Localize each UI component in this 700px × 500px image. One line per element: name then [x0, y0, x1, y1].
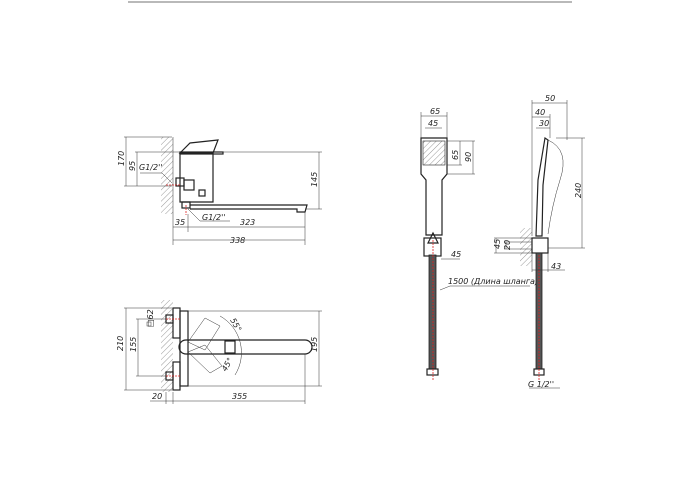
dim-240: 240 — [574, 183, 583, 198]
dim-45-width: 45 — [428, 119, 438, 128]
faucet-side-view: 170 95 G1/2'' G1/2'' 145 35 323 338 — [117, 136, 322, 245]
thread-label-wall: G1/2'' — [139, 163, 162, 172]
wall-hatch — [520, 228, 532, 266]
hose-length-label: 1500 (Длина шланга) — [448, 277, 538, 286]
angle-55: 55° — [228, 317, 243, 334]
dim-195: 195 — [310, 337, 319, 352]
dim-30: 30 — [539, 119, 549, 128]
angle-45: 45° — [220, 356, 235, 373]
faucet-top-view: 210 155 □62 55° 45° 195 20 355 — [116, 300, 322, 404]
hand-shower-front-view: 65 45 65 90 45 1500 (Длина шланга) — [420, 107, 538, 380]
dim-40: 40 — [535, 108, 545, 117]
dim-20: 20 — [152, 392, 162, 401]
dim-90: 90 — [464, 152, 473, 162]
dim-210: 210 — [116, 336, 125, 351]
hand-shower-side-view: 50 40 30 240 45 20 43 G 1/2'' — [493, 94, 585, 389]
wall-hatch — [161, 137, 173, 214]
dim-43: 43 — [551, 262, 561, 271]
thread-label: G 1/2'' — [528, 380, 554, 389]
dim-45: 45 — [451, 250, 461, 259]
dim-50: 50 — [545, 94, 555, 103]
dim-338: 338 — [230, 236, 245, 245]
dim-20: 20 — [503, 240, 512, 250]
dim-170: 170 — [117, 151, 126, 166]
dim-45: 45 — [493, 239, 502, 249]
dim-155: 155 — [129, 337, 138, 352]
dim-65-width: 65 — [430, 107, 440, 116]
dim-323: 323 — [240, 218, 255, 227]
dim-355: 355 — [232, 392, 247, 401]
dim-145: 145 — [310, 172, 319, 187]
dim-95: 95 — [128, 161, 137, 171]
dim-62-square: □62 — [146, 309, 155, 327]
thread-label-outlet: G1/2'' — [202, 213, 225, 222]
dim-35: 35 — [175, 218, 185, 227]
wall-hatch — [161, 300, 173, 392]
dim-65-height: 65 — [451, 150, 460, 160]
